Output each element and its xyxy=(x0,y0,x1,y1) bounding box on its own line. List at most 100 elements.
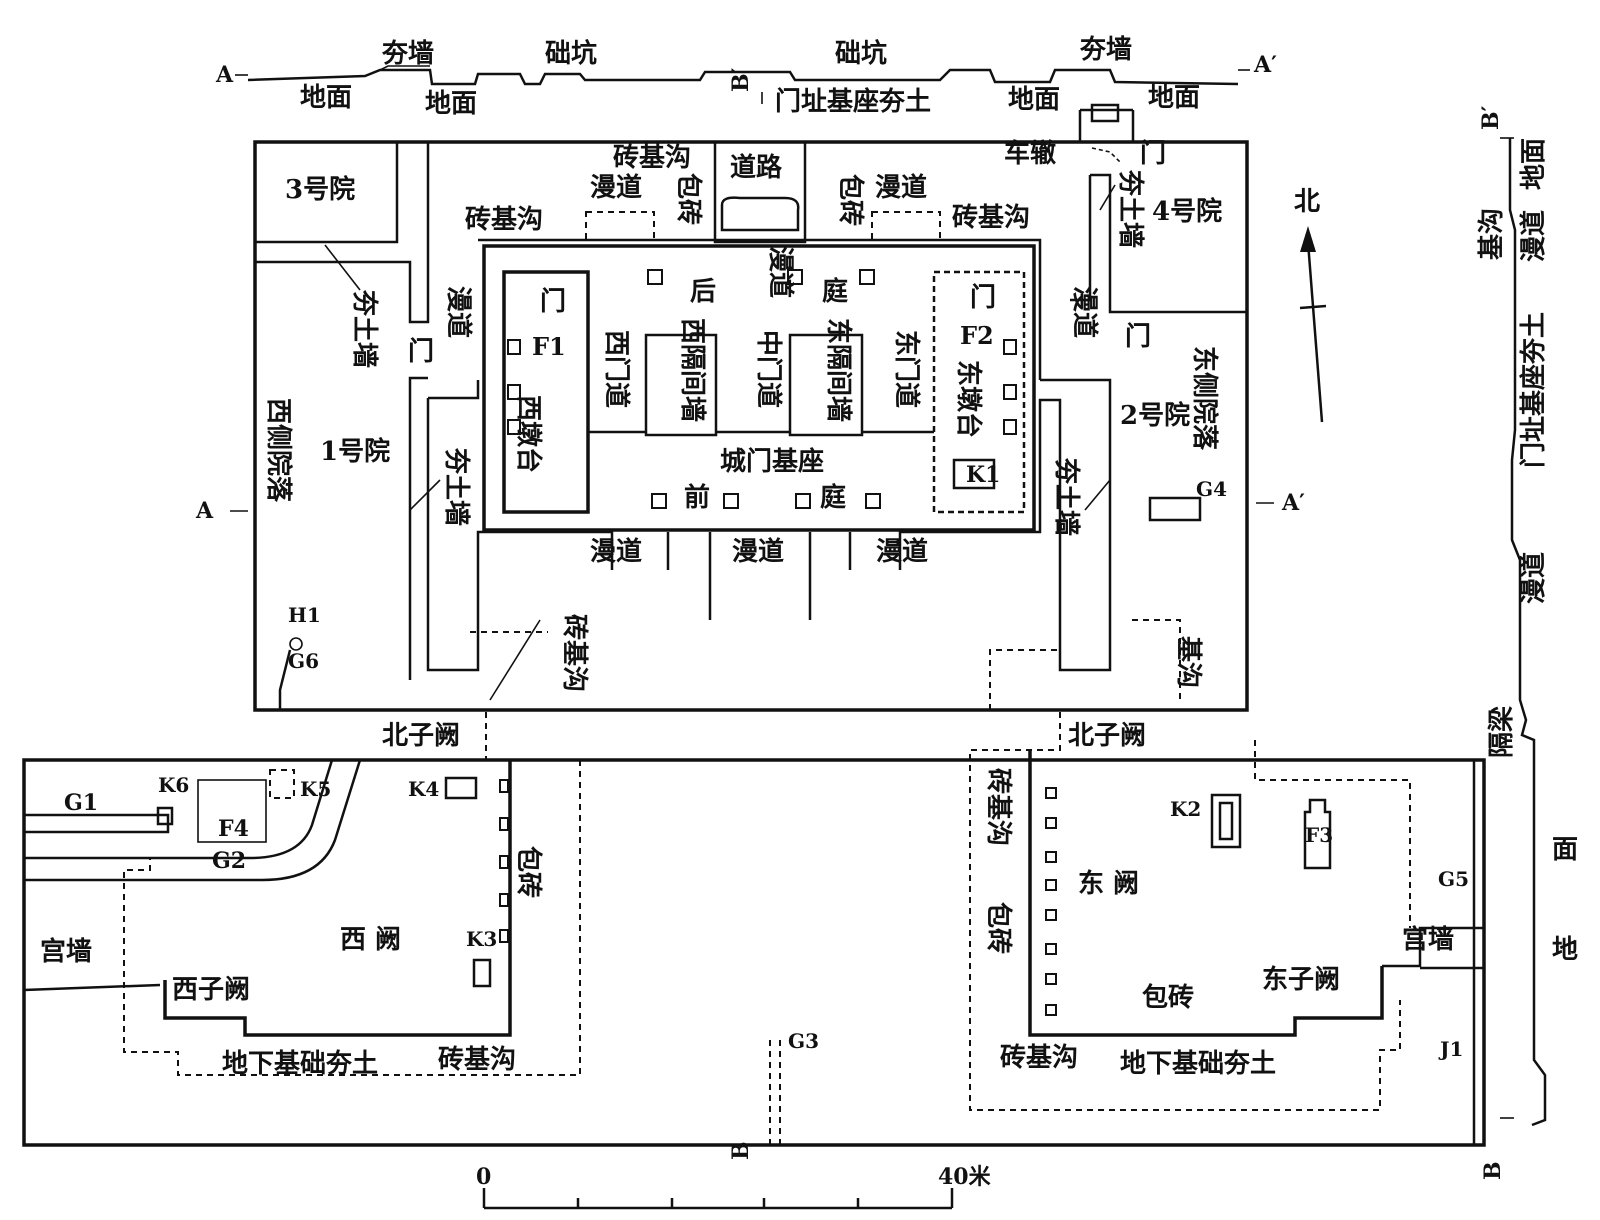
section-right-ramp-bottom: 漫道 xyxy=(1518,552,1549,604)
label-palace-wall-east: 宫墙 xyxy=(1402,924,1454,955)
label-rammed-wall-nw: 夯土墙 xyxy=(349,289,379,368)
label-h1: H1 xyxy=(288,603,321,627)
label-g1: G1 xyxy=(64,790,98,816)
label-east-door-path: 东门道 xyxy=(891,330,922,408)
section-right-gate-foundation: 门址基座夯土 xyxy=(1518,312,1549,468)
upper-vertical-labels: 夯土墙 西侧院落 夯土墙 夯土墙 东侧院落 夯土墙 西墩台 东墩台 西门道 中门… xyxy=(263,169,1220,692)
label-ramp-east: 漫道 xyxy=(1069,286,1100,338)
label-gate-courtyard-2: 门 xyxy=(1125,322,1151,352)
label-west-compound: 西侧院落 xyxy=(263,398,294,503)
section-label-rammed-wall-2: 夯墙 xyxy=(1079,35,1132,65)
section-label-rammed-wall-1: 夯墙 xyxy=(381,39,434,69)
courtyard-2-label: 2号院 xyxy=(1120,400,1190,431)
label-ramp-north-west: 漫道 xyxy=(590,172,642,203)
label-gate-east-tower: 门 xyxy=(970,283,996,313)
north-arrow: 北 xyxy=(1294,187,1327,423)
label-gate-base: 城门基座 xyxy=(720,446,824,477)
section-right-ramp-top: 漫道 xyxy=(1518,210,1549,262)
section-right-ground-top: 地面 xyxy=(1519,138,1549,190)
section-label-gate-foundation: 门址基座夯土 xyxy=(775,86,931,117)
label-rammed-wall-east: 夯土墙 xyxy=(1051,457,1081,536)
label-west-door-path: 西门道 xyxy=(601,330,632,408)
label-north-sub-que-east: 北子阙 xyxy=(1068,721,1146,751)
label-brick-trench-ne: 砖基沟 xyxy=(952,203,1030,233)
label-brick-facing-west-que: 包砖 xyxy=(513,846,544,898)
label-road: 道路 xyxy=(730,152,783,183)
courtyard-1-label: 1号院 xyxy=(320,436,390,467)
label-east-partition: 东隔间墙 xyxy=(823,318,854,422)
label-carriage-stop: 车辙 xyxy=(1004,138,1056,169)
label-brick-trench-east-que: 砖基沟 xyxy=(983,768,1013,846)
section-marker-a: A xyxy=(215,62,234,88)
label-foundation-trench: 基沟 xyxy=(1173,636,1203,688)
label-front-court-2: 庭 xyxy=(820,482,846,513)
label-k5: K5 xyxy=(300,777,331,801)
north-arrow-icon xyxy=(1300,226,1316,252)
label-g6: G6 xyxy=(288,649,319,673)
label-west-que: 西 阙 xyxy=(340,925,401,955)
section-profile-b: B′ B 地面 漫道 基沟 门址基座夯土 漫道 隔梁 面 地 xyxy=(1477,105,1578,1180)
label-west-tower: 西墩台 xyxy=(513,395,544,473)
label-k6: K6 xyxy=(158,773,189,797)
section-label-footing-pit-1: 础坑 xyxy=(545,38,597,69)
label-east-tower: 东墩台 xyxy=(953,360,984,438)
label-ramp-north-east: 漫道 xyxy=(875,172,927,203)
label-middle-door-path: 中门道 xyxy=(753,330,784,408)
label-brick-facing-2: 包砖 xyxy=(835,174,866,226)
label-f1: F1 xyxy=(532,332,566,361)
label-brick-trench-se: 砖基沟 xyxy=(1000,1043,1078,1073)
scale-end: 40米 xyxy=(938,1164,992,1190)
section-label-footing-pit-2: 础坑 xyxy=(835,38,887,69)
label-ramp-center: 漫道 xyxy=(765,246,796,298)
lower-compound: 北子阙 北子阙 G1 K6 K5 F4 G2 K4 K3 K2 F3 G5 J1… xyxy=(22,712,1486,1160)
label-k3: K3 xyxy=(466,927,497,951)
section-label-ground-4: 地面 xyxy=(1148,83,1200,113)
section-marker-a-prime: A′ xyxy=(1253,52,1277,78)
cut-marker-b-bottom: B xyxy=(728,1141,754,1160)
label-rammed-wall-west: 夯土墙 xyxy=(441,447,471,526)
upper-compound: 3号院 xyxy=(195,103,1305,712)
label-ramp-south-east: 漫道 xyxy=(876,536,928,567)
label-north-sub-que-west: 北子阙 xyxy=(382,721,460,751)
cut-marker-a-right: A′ xyxy=(1281,490,1305,516)
label-brick-facing-1: 包砖 xyxy=(673,173,704,225)
label-rear-court-1: 后 xyxy=(690,277,716,307)
label-underground-foundation-west: 地下基础夯土 xyxy=(222,1049,378,1079)
north-label: 北 xyxy=(1294,187,1320,217)
label-west-sub-que: 西子阙 xyxy=(172,975,250,1005)
section-label-ground-2: 地面 xyxy=(425,89,477,119)
label-brick-trench-nw: 砖基沟 xyxy=(465,205,543,235)
label-gate-courtyard-1: 门 xyxy=(408,337,434,367)
section-label-ground-1: 地面 xyxy=(300,83,352,113)
label-g2: G2 xyxy=(212,848,246,874)
courtyard-3-label: 3号院 xyxy=(285,174,355,205)
label-east-sub-que: 东子阙 xyxy=(1262,964,1340,995)
label-f2: F2 xyxy=(960,321,994,350)
label-east-compound: 东侧院落 xyxy=(1189,346,1220,451)
label-g3: G3 xyxy=(788,1029,819,1053)
label-brick-trench-north: 砖基沟 xyxy=(613,143,691,173)
cut-marker-a-left: A xyxy=(195,498,214,524)
label-ramp-south-center: 漫道 xyxy=(732,536,784,567)
section-marker-b-prime-right: B′ xyxy=(1478,105,1504,130)
section-label-ground-3: 地面 xyxy=(1008,85,1060,115)
label-k2: K2 xyxy=(1170,797,1201,821)
label-rammed-wall-ne: 夯土墙 xyxy=(1115,169,1145,248)
courtyard-4-label: 4号院 xyxy=(1152,196,1222,227)
label-brick-facing-east-que: 包砖 xyxy=(983,902,1014,954)
label-rear-court-2: 庭 xyxy=(822,276,848,307)
section-marker-b-prime: B′ xyxy=(728,67,754,92)
scale-bar: 0 40米 xyxy=(476,1164,992,1210)
label-underground-foundation-east: 地下基础夯土 xyxy=(1120,1049,1276,1079)
label-brick-trench-south: 砖基沟 xyxy=(559,614,589,692)
label-ramp-west: 漫道 xyxy=(443,286,474,338)
section-profile-a: A A′ 夯墙 础坑 础坑 夯墙 地面 地面 门址基座夯土 地面 地面 B′ xyxy=(215,35,1277,119)
label-brick-facing-east-south: 包砖 xyxy=(1142,982,1194,1013)
label-k1: K1 xyxy=(966,462,1000,488)
section-right-surface-char-1: 地 xyxy=(1552,935,1578,965)
label-gate-ne: 门 xyxy=(1140,139,1166,169)
label-front-court-1: 前 xyxy=(684,482,710,513)
label-gate-west-tower: 门 xyxy=(540,287,566,317)
label-east-que: 东 阙 xyxy=(1078,868,1139,899)
